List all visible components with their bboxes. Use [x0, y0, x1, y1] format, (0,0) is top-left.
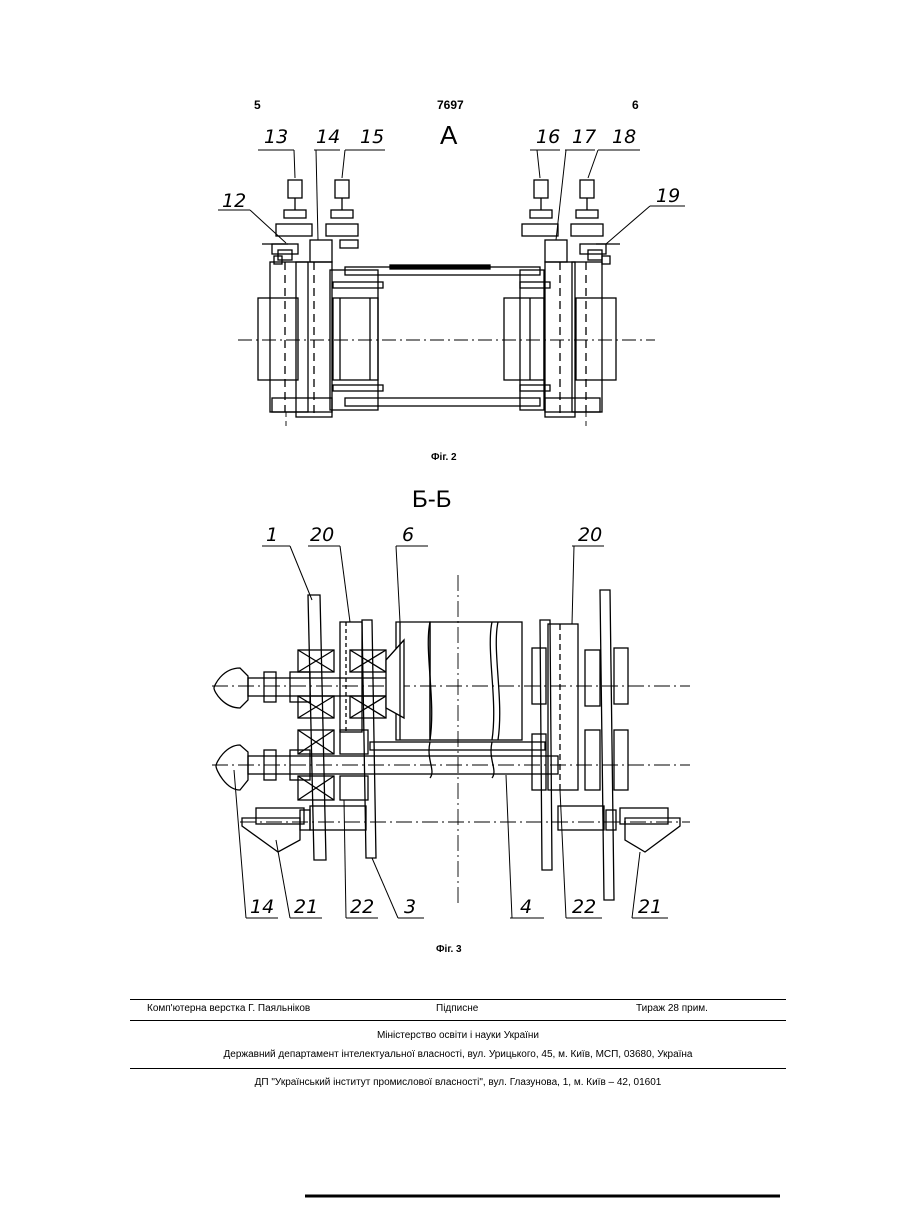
figure-3-caption: Фіг. 3 [436, 944, 462, 955]
callout-3: 3 [404, 896, 416, 918]
figure-2-caption: Фіг. 2 [431, 452, 457, 463]
section-label: Б-Б [412, 486, 452, 514]
callout-6: 6 [402, 524, 414, 546]
callout-17: 17 [572, 126, 596, 148]
department: Державний департамент інтелектуальної вл… [130, 1049, 786, 1060]
callout-1: 1 [266, 524, 278, 546]
ministry: Міністерство освіти і науки України [130, 1030, 786, 1041]
callout-12: 12 [222, 190, 246, 212]
callout-22-left: 22 [350, 896, 374, 918]
callout-4: 4 [520, 896, 532, 918]
callout-22-right: 22 [572, 896, 596, 918]
callout-18: 18 [612, 126, 636, 148]
callout-14: 14 [316, 126, 340, 148]
imprint-rule-top [130, 999, 786, 1000]
layout-credit: Комп'ютерна верстка Г. Паяльніков [147, 1003, 310, 1014]
signed-label: Підписне [436, 1003, 478, 1014]
callout-13: 13 [264, 126, 288, 148]
circulation: Тираж 28 прим. [636, 1003, 708, 1014]
imprint-rule-mid [130, 1020, 786, 1021]
callout-21-left: 21 [294, 896, 318, 918]
callout-20-right: 20 [578, 524, 602, 546]
view-label: А [440, 120, 457, 151]
publisher: ДП "Український інститут промислової вла… [130, 1077, 786, 1088]
callout-15: 15 [360, 126, 384, 148]
callout-21-right: 21 [638, 896, 662, 918]
callout-19: 19 [656, 185, 680, 207]
imprint-rule-bottom [130, 1068, 786, 1069]
callout-14-bottom: 14 [250, 896, 274, 918]
callout-16: 16 [536, 126, 560, 148]
callout-20-left: 20 [310, 524, 334, 546]
